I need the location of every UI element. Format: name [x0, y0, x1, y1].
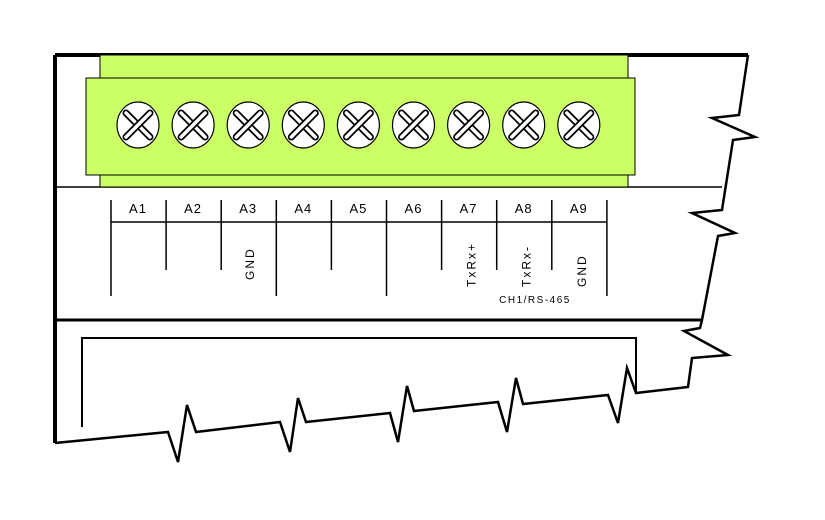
screw-terminal-A2[interactable] — [171, 101, 215, 149]
signal-label: TxRx- — [520, 245, 534, 287]
screw-terminal-A7[interactable] — [447, 101, 491, 149]
terminal-label: A2 — [184, 201, 202, 216]
screw-terminal-A9[interactable] — [557, 101, 601, 149]
terminal-label: A9 — [570, 201, 588, 216]
screw-slot-icon — [234, 111, 262, 139]
screw-slot-icon — [179, 111, 207, 139]
terminal-label: A3 — [239, 201, 257, 216]
signal-label: TxRx+ — [465, 242, 479, 287]
terminal-label: A1 — [129, 201, 147, 216]
screw-slot-icon — [344, 111, 373, 139]
signal-label: GND — [243, 247, 257, 280]
terminal-label: A4 — [294, 201, 312, 216]
screw-terminal-A1[interactable] — [116, 101, 160, 149]
screw-terminal-A3[interactable] — [226, 101, 270, 149]
terminal-label: A5 — [349, 201, 367, 216]
terminal-label: A8 — [515, 201, 533, 216]
terminal-label: A6 — [405, 201, 423, 216]
terminal-label: A7 — [460, 201, 478, 216]
screw-slot-icon — [289, 111, 318, 139]
channel-label: CH1/RS-465 — [499, 295, 571, 306]
screw-terminal-A8[interactable] — [502, 101, 546, 149]
signal-label: GND — [575, 254, 589, 287]
screw-terminal-A5[interactable] — [336, 101, 380, 149]
screw-slot-icon — [509, 111, 538, 139]
screw-slot-icon — [454, 111, 483, 139]
screw-slot-icon — [124, 111, 152, 139]
screw-terminal-A4[interactable] — [281, 101, 325, 149]
screw-terminal-A6[interactable] — [391, 101, 436, 149]
screw-slot-icon — [565, 111, 593, 139]
screw-slot-icon — [399, 111, 428, 139]
